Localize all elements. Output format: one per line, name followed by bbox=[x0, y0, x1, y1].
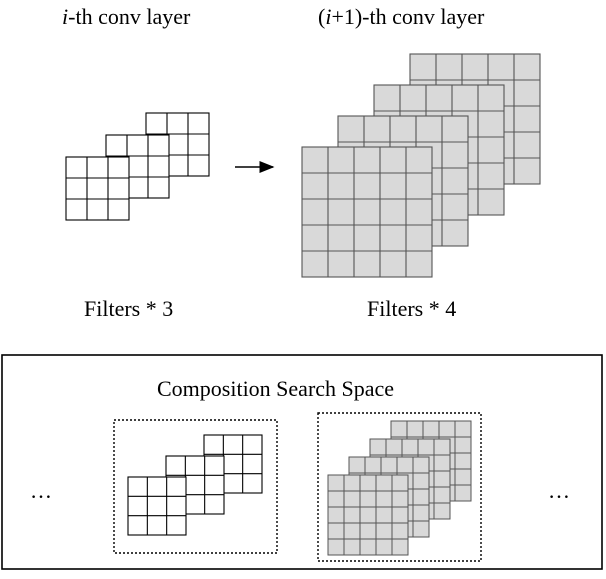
ellipsis-right: … bbox=[548, 478, 570, 503]
ellipsis-left: … bbox=[30, 478, 52, 503]
search-space-title: Composition Search Space bbox=[157, 376, 395, 401]
top-left-filter-1 bbox=[65, 156, 130, 221]
right-title-suffix: +1)-th conv layer bbox=[331, 4, 485, 29]
left-index-letter: i bbox=[62, 4, 69, 29]
left-layer-title: i-th conv layer bbox=[62, 4, 190, 30]
candidate-box-left bbox=[113, 419, 278, 554]
candidate-right-filter-1 bbox=[327, 474, 409, 556]
candidate-left-filter-1 bbox=[127, 476, 187, 536]
right-filters-label: Filters * 4 bbox=[367, 296, 457, 321]
left-title-suffix: -th conv layer bbox=[68, 4, 191, 29]
top-right-filter-1 bbox=[301, 146, 433, 278]
candidate-box-right bbox=[317, 412, 482, 562]
filter-stacks bbox=[65, 53, 541, 556]
right-layer-title: (i+1)-th conv layer bbox=[318, 4, 484, 30]
search-space-frame bbox=[1, 354, 603, 570]
right-title-open: ( bbox=[318, 4, 326, 29]
left-filters-label: Filters * 3 bbox=[84, 296, 174, 321]
right-index-letter: i bbox=[325, 4, 332, 29]
